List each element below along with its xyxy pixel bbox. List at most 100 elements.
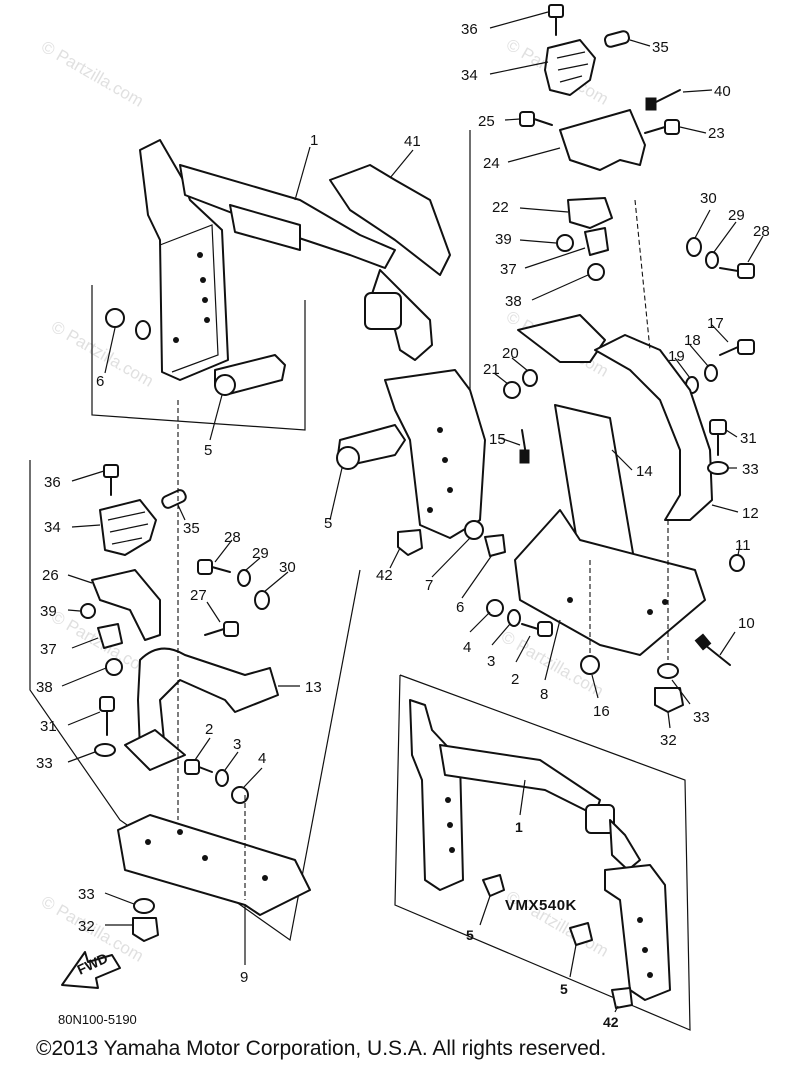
bolt-part-5 [214,354,286,396]
callout-3: 3 [233,736,241,753]
pin-part-15 [519,429,530,464]
washer-part-33 [94,743,116,757]
leader-lines [61,11,764,1013]
callout-31: 31 [740,430,757,447]
callout-2: 2 [205,721,213,738]
washer-part-30 [254,590,270,610]
pin-part-35 [161,489,187,509]
nut-part-42 [397,529,423,556]
bolt-part-5 [569,922,593,946]
callout-20: 20 [502,345,519,362]
rod-part-40 [645,89,681,111]
callout-29: 29 [728,207,745,224]
callout-21: 21 [483,361,500,378]
callout-6: 6 [456,599,464,616]
washer-part-7 [135,320,151,340]
bolt-part-17 [719,339,755,356]
copyright-notice: ©2013 Yamaha Motor Corporation, U.S.A. A… [36,1037,607,1060]
bolt-part-5 [482,874,505,897]
nut-part-32 [132,917,159,942]
nut-part-21 [503,381,521,399]
callout-34: 34 [461,67,478,84]
nut-part-6 [484,534,506,557]
pin-part-10 [694,633,731,666]
callout-1: 1 [310,132,318,149]
callout-18: 18 [684,332,701,349]
bracket-part-22 [567,197,613,229]
bolt-part-28 [197,559,231,575]
callout-34: 34 [44,519,61,536]
callout-38: 38 [505,293,522,310]
callout-19: 19 [668,348,685,365]
washer-part-29 [237,569,251,587]
nut-part-32 [654,687,684,713]
bolt-part-28 [719,263,755,279]
nut-part-11 [729,554,745,572]
forward-arrow-icon: FWD [61,950,121,989]
washer-part-3 [507,609,521,627]
callout-9: 9 [240,969,248,986]
callout-labels: 36 35 34 40 25 23 24 41 1 22 39 37 38 30… [36,21,770,1030]
bolt-part-36 [548,4,564,36]
pin-part-35 [603,30,631,48]
callout-37: 37 [500,261,517,278]
washer-part-30 [686,237,702,257]
nut-part-38 [105,658,123,676]
clamp-part-34 [99,499,157,556]
callout-28: 28 [753,223,770,240]
callout-35: 35 [183,520,200,537]
callout-13: 13 [305,679,322,696]
clip-part-37 [97,623,123,649]
bracket-part-26 [91,569,161,641]
callout-5: 5 [204,442,212,459]
nut-part-39 [556,234,574,252]
washer-part-33 [707,461,729,475]
callout-5: 5 [560,981,568,997]
callout-33: 33 [78,886,95,903]
nut-part-39 [80,603,96,619]
callout-12: 12 [742,505,759,522]
callout-42: 42 [603,1014,619,1030]
clip-part-37 [584,227,609,256]
callout-37: 37 [40,641,57,658]
vmx540k-variant-frame [409,699,671,1001]
callout-35: 35 [652,39,669,56]
callout-38: 38 [36,679,53,696]
nut-part-6 [105,308,125,328]
plate-part-41 [329,164,451,276]
callout-36: 36 [44,474,61,491]
callout-25: 25 [478,113,495,130]
callout-23: 23 [708,125,725,142]
callout-7: 7 [425,577,433,594]
watermark-text: © Partzilla.com [38,37,147,111]
callout-2: 2 [511,671,519,688]
washer-part-29 [705,251,719,269]
callout-33: 33 [693,709,710,726]
callout-40: 40 [714,83,731,100]
washer-part-20 [522,369,538,387]
arm-part-13 [137,647,279,751]
bracket-part-24 [559,109,646,171]
callout-33: 33 [36,755,53,772]
main-frame-assembly [139,139,486,539]
callout-24: 24 [483,155,500,172]
callout-32: 32 [660,732,677,749]
callout-4: 4 [258,750,266,767]
washer-part-18 [704,364,718,382]
callout-26: 26 [42,567,59,584]
callout-14: 14 [636,463,653,480]
callout-33: 33 [742,461,759,478]
group-outline-lines [29,130,691,1031]
callout-29: 29 [252,545,269,562]
callout-5: 5 [324,515,332,532]
callout-22: 22 [492,199,509,216]
base-part-8 [514,509,706,656]
callout-42: 42 [376,567,393,584]
bolt-part-2 [184,759,213,775]
bolt-part-31 [99,696,115,736]
callout-31: 31 [40,718,57,735]
base-part-9 [117,814,311,916]
callout-30: 30 [279,559,296,576]
